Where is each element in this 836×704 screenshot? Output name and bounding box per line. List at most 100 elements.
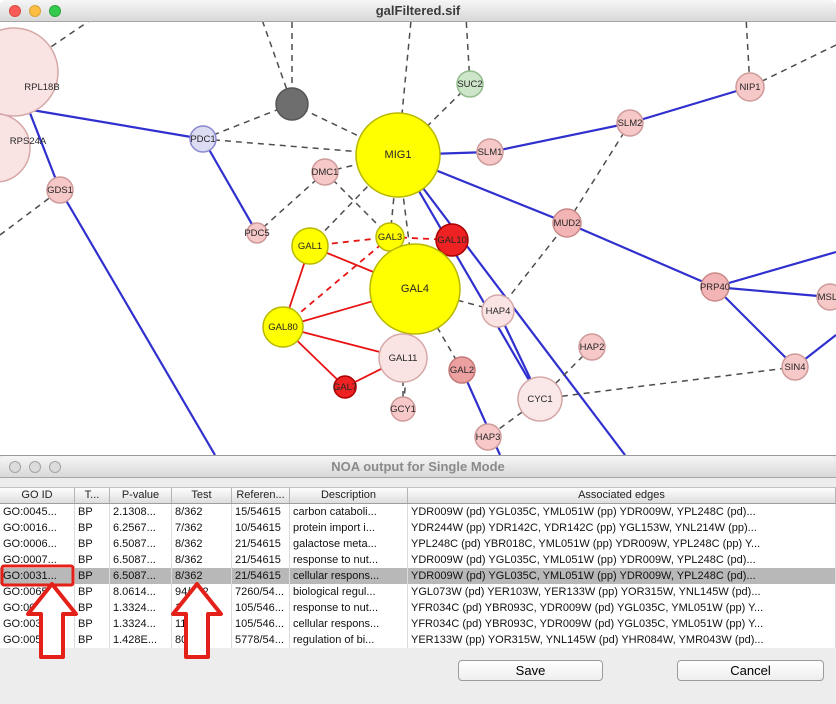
node-slm1[interactable] bbox=[476, 138, 504, 166]
node-prp40[interactable] bbox=[700, 272, 730, 302]
column-header-reference[interactable]: Referen... bbox=[232, 488, 290, 503]
node-dmc1[interactable] bbox=[311, 158, 339, 186]
cell-test: 94/362 bbox=[172, 584, 232, 600]
save-button[interactable]: Save bbox=[458, 660, 603, 681]
edge[interactable] bbox=[0, 189, 61, 236]
node-nip1[interactable] bbox=[735, 72, 765, 102]
cell-reference: 21/54615 bbox=[232, 568, 290, 584]
edge[interactable] bbox=[714, 250, 836, 289]
node-gal4[interactable] bbox=[369, 243, 461, 335]
node-rps24a[interactable] bbox=[0, 113, 31, 183]
node-label-slm1: SLM1 bbox=[478, 147, 503, 158]
edge[interactable] bbox=[397, 154, 541, 400]
noa-window-title: NOA output for Single Mode bbox=[331, 459, 505, 474]
node-sin4[interactable] bbox=[781, 353, 809, 381]
node-label-suc2: SUC2 bbox=[457, 79, 482, 90]
node-pdc1[interactable] bbox=[189, 125, 217, 153]
node-label-gal7: GAL7 bbox=[333, 382, 357, 393]
node-hap2[interactable] bbox=[578, 333, 606, 361]
node-label-gal4: GAL4 bbox=[401, 283, 429, 295]
node-rpl18b[interactable] bbox=[0, 27, 59, 117]
close-window-icon[interactable] bbox=[9, 461, 21, 473]
cell-reference: 15/54615 bbox=[232, 504, 290, 520]
node-gcy1[interactable] bbox=[390, 396, 416, 422]
column-header-associated-edges[interactable]: Associated edges bbox=[408, 488, 836, 503]
column-header-description[interactable]: Description bbox=[290, 488, 408, 503]
edge[interactable] bbox=[324, 171, 391, 238]
edge[interactable] bbox=[282, 236, 391, 328]
node-cyc1[interactable] bbox=[517, 376, 563, 422]
cell-go-id: GO:0007... bbox=[0, 552, 75, 568]
edge[interactable] bbox=[629, 85, 751, 125]
node-gal2[interactable] bbox=[448, 356, 476, 384]
edge[interactable] bbox=[497, 222, 568, 312]
edge[interactable] bbox=[749, 44, 836, 88]
edge[interactable] bbox=[714, 285, 831, 299]
edge[interactable] bbox=[489, 121, 631, 154]
edge[interactable] bbox=[254, 0, 293, 105]
node-hap3[interactable] bbox=[474, 423, 502, 451]
node-gal10[interactable] bbox=[435, 223, 469, 257]
edge[interactable] bbox=[397, 83, 471, 156]
edge[interactable] bbox=[202, 138, 258, 234]
cell-p-value: 2.1308... bbox=[110, 504, 172, 520]
cell-test: 11/362 bbox=[172, 600, 232, 616]
node-label-mig1: MIG1 bbox=[385, 149, 412, 161]
node-label-mud2: MUD2 bbox=[554, 218, 581, 229]
edge[interactable] bbox=[714, 286, 796, 368]
zoom-window-icon[interactable] bbox=[49, 5, 61, 17]
cell-type: BP bbox=[75, 632, 110, 648]
node-gal11[interactable] bbox=[378, 333, 428, 383]
noa-window-titlebar[interactable]: NOA output for Single Mode bbox=[0, 456, 836, 478]
zoom-window-icon[interactable] bbox=[49, 461, 61, 473]
minimize-window-icon[interactable] bbox=[29, 5, 41, 17]
node-label-slm2: SLM2 bbox=[618, 118, 643, 129]
cell-reference: 105/546... bbox=[232, 616, 290, 632]
edge[interactable] bbox=[566, 221, 716, 289]
cell-description: cellular respons... bbox=[290, 568, 408, 584]
network-canvas[interactable]: RPL18BRPS24AGDS1PDC1DMC1MIG1SUC2SLM1SLM2… bbox=[0, 0, 836, 455]
node-suc2[interactable] bbox=[456, 70, 484, 98]
node-gds1[interactable] bbox=[46, 176, 74, 204]
node-mud2[interactable] bbox=[552, 208, 582, 238]
node-slm2[interactable] bbox=[616, 109, 644, 137]
cell-p-value: 1.3324... bbox=[110, 616, 172, 632]
edge[interactable] bbox=[539, 366, 796, 400]
cancel-button[interactable]: Cancel bbox=[677, 660, 824, 681]
column-header-go-id[interactable]: GO ID bbox=[0, 488, 75, 503]
node-gal80[interactable] bbox=[262, 306, 304, 348]
minimize-window-icon[interactable] bbox=[29, 461, 41, 473]
node-gal7[interactable] bbox=[333, 375, 357, 399]
column-header-test[interactable]: Test bbox=[172, 488, 232, 503]
node-msl1[interactable] bbox=[816, 283, 836, 311]
edge[interactable] bbox=[59, 189, 216, 455]
network-window-titlebar[interactable]: galFiltered.sif bbox=[0, 0, 836, 22]
node-label-sin4: SIN4 bbox=[784, 362, 805, 373]
node-label-gal11: GAL11 bbox=[389, 353, 418, 364]
cell-test: 11/362 bbox=[172, 616, 232, 632]
edge[interactable] bbox=[397, 0, 414, 156]
node-gal1[interactable] bbox=[291, 227, 329, 265]
node-label-pdc5: PDC5 bbox=[244, 228, 269, 239]
edge[interactable] bbox=[19, 106, 204, 141]
node-hap4[interactable] bbox=[481, 294, 515, 328]
edge[interactable] bbox=[291, 103, 399, 156]
edge[interactable] bbox=[256, 171, 326, 234]
node-mig1[interactable] bbox=[355, 112, 441, 198]
node-pdc5[interactable] bbox=[246, 222, 268, 244]
node-unlabeled[interactable] bbox=[275, 87, 309, 121]
edge[interactable] bbox=[566, 122, 631, 224]
close-window-icon[interactable] bbox=[9, 5, 21, 17]
column-header-p-value[interactable]: P-value bbox=[110, 488, 172, 503]
column-header-type[interactable]: T... bbox=[75, 488, 110, 503]
